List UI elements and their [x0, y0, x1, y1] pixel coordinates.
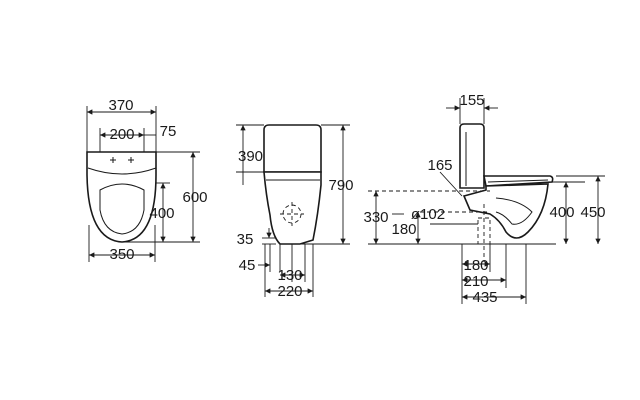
dim-side-cistern-height: 390 — [238, 148, 263, 165]
rear-cistern — [459, 123, 485, 189]
dim-front-height-axis: 400 — [149, 205, 174, 222]
rear-trap — [495, 197, 533, 225]
dim-side-base-depth: 220 — [277, 283, 302, 300]
front-seat-opening — [99, 183, 145, 235]
dim-rear-axis-height: 180 — [391, 221, 416, 238]
dim-side-fixing-distance: 130 — [277, 267, 302, 284]
dim-rear-projection: 435 — [472, 289, 497, 306]
dim-front-width-inner: 200 — [109, 126, 134, 143]
dim-side-outlet-height: 35 — [237, 231, 254, 248]
side-cistern — [263, 124, 322, 173]
side-view: 390 790 35 45 130 220 — [236, 124, 354, 300]
dim-rear-seat-height: 400 — [549, 204, 574, 221]
rear-view: 155 165 330 ø102 180 400 450 180 — [363, 92, 605, 306]
front-rim-band — [87, 167, 157, 175]
dim-rear-floor-distance: 210 — [463, 273, 488, 290]
front-bowl-outline — [86, 151, 157, 243]
rear-bowl — [462, 183, 549, 239]
dim-front-offset: 75 — [160, 123, 177, 140]
dim-rear-top-width: 155 — [459, 92, 484, 109]
dim-side-total-height: 790 — [328, 177, 353, 194]
front-view: 370 200 75 600 400 350 — [86, 97, 208, 263]
dim-rear-outlet-distance: 180 — [463, 257, 488, 274]
dim-front-height-total: 600 — [182, 189, 207, 206]
dim-rear-rim-height: 450 — [580, 204, 605, 221]
dim-side-base-offset: 45 — [239, 257, 256, 274]
side-pan — [263, 171, 322, 245]
dim-rear-inlet-offset: 165 — [427, 157, 452, 174]
dim-front-width-top: 370 — [108, 97, 133, 114]
dim-rear-outlet-height: 330 — [363, 209, 388, 226]
front-fixing-marks — [110, 157, 134, 163]
dim-front-width-base: 350 — [109, 246, 134, 263]
